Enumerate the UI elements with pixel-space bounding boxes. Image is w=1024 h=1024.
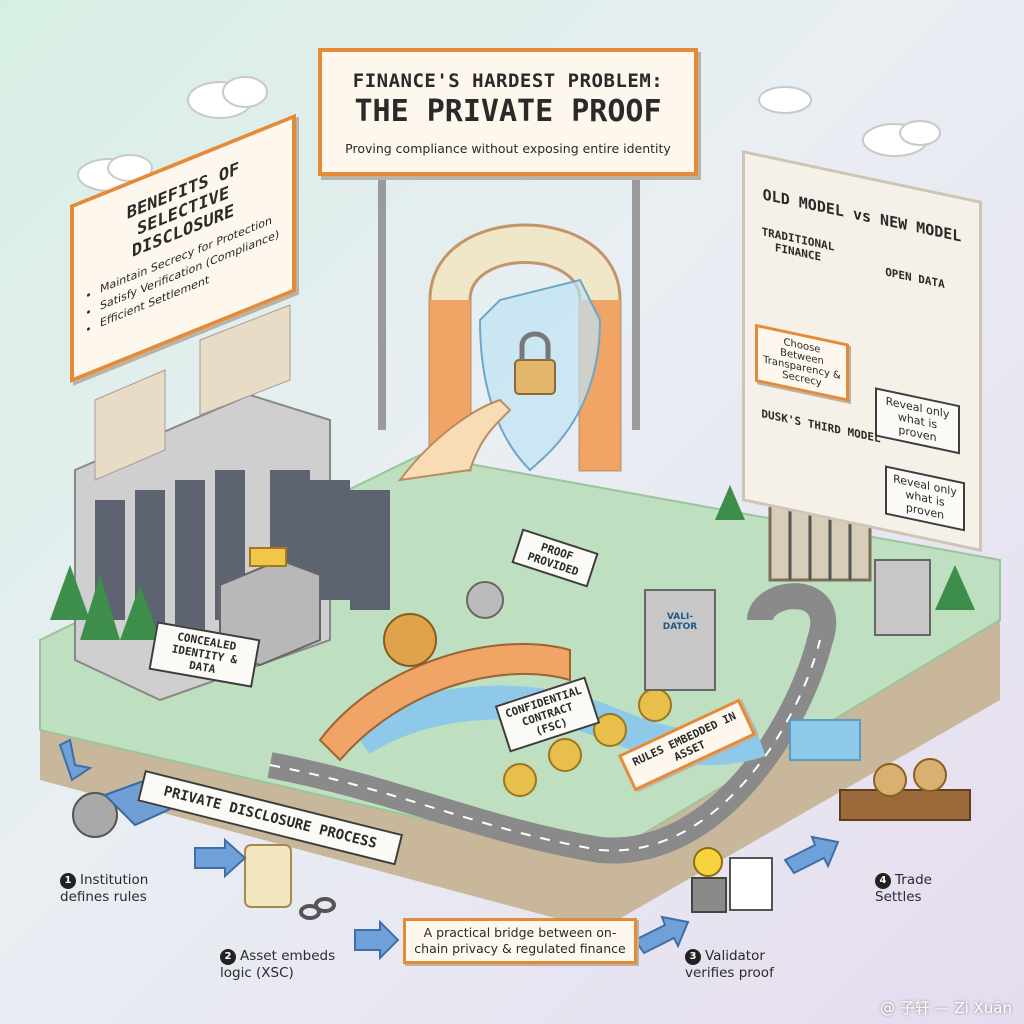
chain-link-icon [299,897,336,920]
title-line-2: THE PRIVATE PROOF [354,94,662,129]
comparison-panel: OLD MODEL vs NEW MODEL TRADITIONAL FINAN… [742,150,982,553]
step-text: Validator verifies proof [685,948,774,981]
atm-icon [874,559,931,636]
step-number: 4 [875,873,891,889]
step-number: 1 [60,873,76,889]
arrow-icon [58,738,840,961]
coin-chain-icon [503,688,672,797]
clipboard-icon [729,857,773,911]
money-bag-icon [913,758,947,792]
choose-tag: Choose Between Transparency & Secrecy [755,323,849,402]
pointing-hand-icon [397,398,512,482]
lock-icon [514,359,556,395]
step-number: 2 [220,949,236,965]
step-text: Institution defines rules [60,872,149,905]
gear-icon [72,792,118,838]
cloud-icon [77,76,941,192]
tree-icon [50,485,975,640]
bridge-caption: A practical bridge between on-chain priv… [403,918,637,964]
third-reveal-tag: Reveal only what is proven [885,465,965,532]
open-data-label: OPEN DATA [885,265,945,292]
gear-icon [383,581,504,667]
scroll-icon [244,844,292,908]
validator-sign: VALI-DATOR [662,612,698,632]
gold-bars-icon [249,547,287,567]
watermark: @ 子轩 — Zi Xuān [880,999,1012,1017]
title-board: FINANCE'S HARDEST PROBLEM: THE PRIVATE P… [318,48,698,176]
money-bag-icon [873,763,907,797]
traditional-finance-label: TRADITIONAL FINANCE [761,225,835,264]
title-line-1: FINANCE'S HARDEST PROBLEM: [352,70,664,92]
title-subtitle: Proving compliance without exposing enti… [345,141,671,156]
step-text: Trade Settles [875,872,932,905]
third-model-label: DUSK'S THIRD MODEL [761,407,881,446]
validator-figure-icon [693,847,723,877]
step-text: Asset embeds logic (XSC) [220,948,336,981]
step-number: 3 [685,949,701,965]
